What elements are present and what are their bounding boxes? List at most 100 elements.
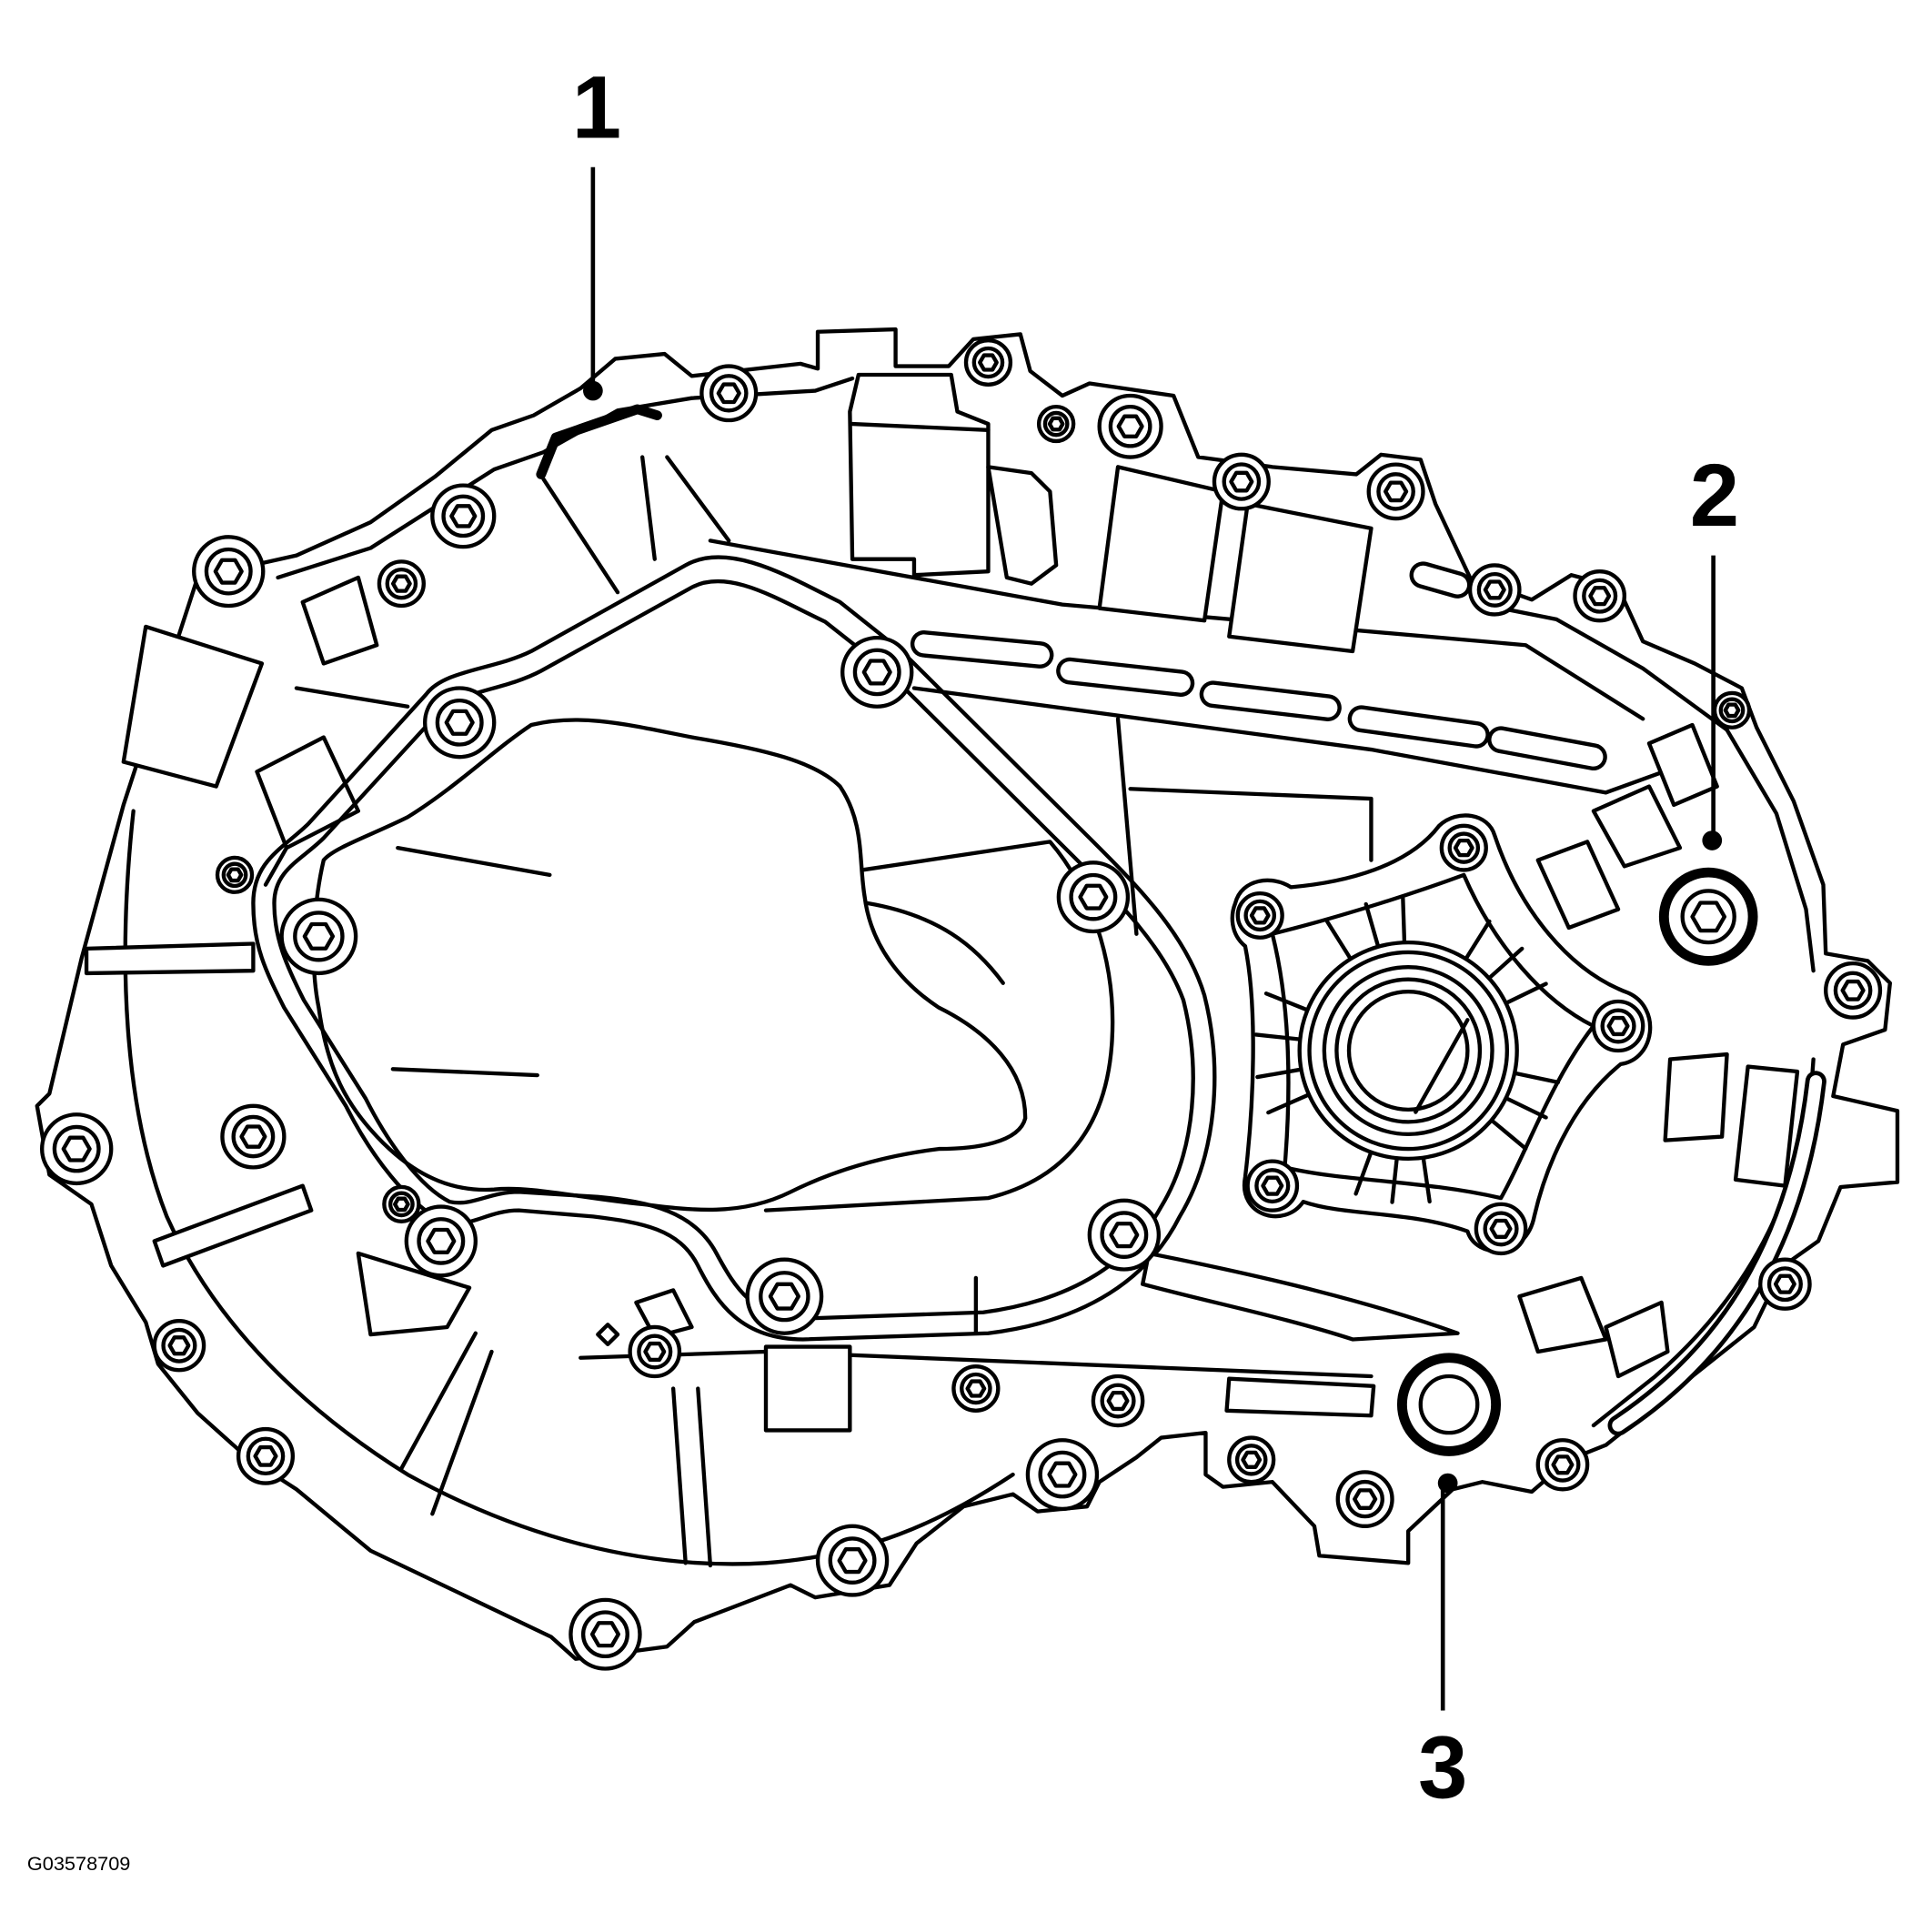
bolt-boss-rim bbox=[815, 1524, 890, 1597]
bolt-head bbox=[1069, 872, 1118, 921]
hex-socket-icon bbox=[1453, 838, 1474, 858]
bolt-boss-rim bbox=[569, 1597, 642, 1671]
bolt-boss bbox=[404, 1204, 478, 1278]
output-flange bbox=[1230, 813, 1653, 1253]
hex-socket-icon bbox=[1261, 1175, 1284, 1196]
hex-socket-icon bbox=[1078, 883, 1109, 911]
hex-socket-icon bbox=[1773, 1273, 1796, 1294]
housing-inner-flange-right-top bbox=[1480, 602, 1816, 973]
flange-spoke bbox=[1363, 901, 1381, 949]
flange-hub-bore bbox=[1346, 990, 1470, 1112]
rail-fill bbox=[1612, 1075, 1823, 1432]
bolt-head bbox=[1545, 1446, 1581, 1483]
right-curved-rail bbox=[1607, 1071, 1826, 1436]
bolt-boss bbox=[40, 1112, 114, 1186]
flange-hub-ring bbox=[1307, 950, 1510, 1152]
bolt-boss-rim bbox=[1097, 393, 1163, 459]
bolt-boss bbox=[1439, 823, 1488, 872]
hex-socket-icon bbox=[1489, 1218, 1513, 1239]
bolt-boss bbox=[815, 1524, 890, 1597]
flange-hub-ring bbox=[1297, 940, 1519, 1162]
bolt-boss bbox=[1245, 1159, 1300, 1213]
flange-spoke bbox=[1504, 981, 1548, 1006]
bolt-bosses bbox=[40, 338, 1883, 1671]
highlighted-plug-head bbox=[1680, 889, 1736, 945]
flange-spokes bbox=[1253, 896, 1561, 1204]
bolt-boss-rim bbox=[192, 535, 266, 609]
bolt-boss-rim bbox=[430, 483, 497, 549]
bolt-head bbox=[441, 494, 486, 538]
bolt-boss bbox=[569, 1597, 642, 1671]
bottom-right-block bbox=[1224, 1376, 1376, 1418]
tapered-rib bbox=[1141, 1251, 1460, 1342]
hex-socket-icon bbox=[1353, 1488, 1378, 1510]
highlighted-plug-ring bbox=[1658, 867, 1758, 966]
hex-socket-icon bbox=[1116, 414, 1144, 439]
bolt-boss-rim bbox=[840, 635, 914, 709]
bolt-boss bbox=[1573, 569, 1627, 623]
bolt-head bbox=[1766, 1266, 1803, 1303]
bolt-boss-rim bbox=[745, 1257, 824, 1335]
lower-rib-line bbox=[696, 1386, 713, 1568]
bolt-head bbox=[852, 648, 901, 697]
right-upper-block bbox=[1591, 784, 1683, 869]
hex-socket-icon bbox=[1551, 1454, 1575, 1475]
rib-slot-fill bbox=[1203, 684, 1338, 718]
callout-3: 3 bbox=[1418, 1473, 1467, 1817]
bolt-head bbox=[1376, 472, 1415, 511]
rib-band-bottom-edge bbox=[911, 686, 1676, 795]
sensor-body-seam bbox=[850, 421, 991, 432]
recess-line bbox=[396, 845, 552, 878]
hex-socket-icon bbox=[1106, 1390, 1130, 1412]
bolt-boss bbox=[1335, 1470, 1394, 1528]
bolt-boss bbox=[699, 364, 759, 423]
hex-socket-icon bbox=[1690, 901, 1727, 933]
hex-socket-icon bbox=[449, 504, 478, 528]
hex-socket-icon bbox=[1047, 1461, 1078, 1488]
bolt-boss bbox=[628, 1324, 682, 1379]
lower-rib-line bbox=[430, 1349, 494, 1516]
flange-hub-ring bbox=[1322, 964, 1494, 1137]
bolt-head bbox=[1476, 571, 1513, 608]
hex-socket-icon bbox=[392, 1196, 410, 1213]
center-horizontal-rib bbox=[1128, 787, 1374, 862]
bolt-head bbox=[1100, 1383, 1136, 1419]
bolt-boss bbox=[152, 1319, 206, 1373]
flange-spoke bbox=[1421, 1155, 1432, 1204]
bolt-head bbox=[385, 567, 418, 600]
bolt-head bbox=[1038, 1450, 1087, 1499]
flange-spoke bbox=[1486, 946, 1524, 981]
lower-rib-line bbox=[670, 1386, 688, 1565]
bolt-head bbox=[828, 1536, 877, 1585]
highlighted-plug-2 bbox=[1658, 867, 1758, 966]
bolt-boss bbox=[192, 535, 266, 609]
hex-socket-icon bbox=[167, 1335, 191, 1356]
rib-slot bbox=[1409, 561, 1472, 599]
bolt-head bbox=[387, 1191, 415, 1218]
flange-spoke bbox=[1489, 1118, 1528, 1151]
hex-socket-icon bbox=[837, 1547, 868, 1575]
top-strut bbox=[541, 477, 620, 595]
highlighted-plug-ring bbox=[1396, 1353, 1502, 1456]
right-arc-block bbox=[1733, 1064, 1800, 1188]
bolt-boss-rim bbox=[404, 1204, 478, 1278]
bolt-head bbox=[417, 1217, 466, 1265]
callout-2: 2 bbox=[1690, 446, 1739, 850]
bolt-head bbox=[293, 911, 345, 962]
center-vertical-rib bbox=[1115, 717, 1139, 936]
hex-socket-icon bbox=[226, 867, 244, 883]
flange-spoke bbox=[1464, 919, 1492, 961]
callout-dot bbox=[583, 380, 603, 401]
flange-spoke bbox=[1401, 896, 1407, 945]
bolt-head bbox=[971, 346, 1005, 379]
hex-socket-icon bbox=[589, 1621, 621, 1648]
bolt-head bbox=[1600, 1008, 1636, 1044]
rib-slot-fill bbox=[1060, 661, 1191, 693]
hex-socket-icon bbox=[1109, 1222, 1140, 1249]
hex-socket-icon bbox=[1606, 1015, 1630, 1037]
bolt-boss bbox=[422, 686, 497, 760]
callout-dot bbox=[1702, 830, 1723, 850]
rib-slot-fill bbox=[1413, 565, 1468, 595]
callout-label: 3 bbox=[1418, 1718, 1467, 1817]
